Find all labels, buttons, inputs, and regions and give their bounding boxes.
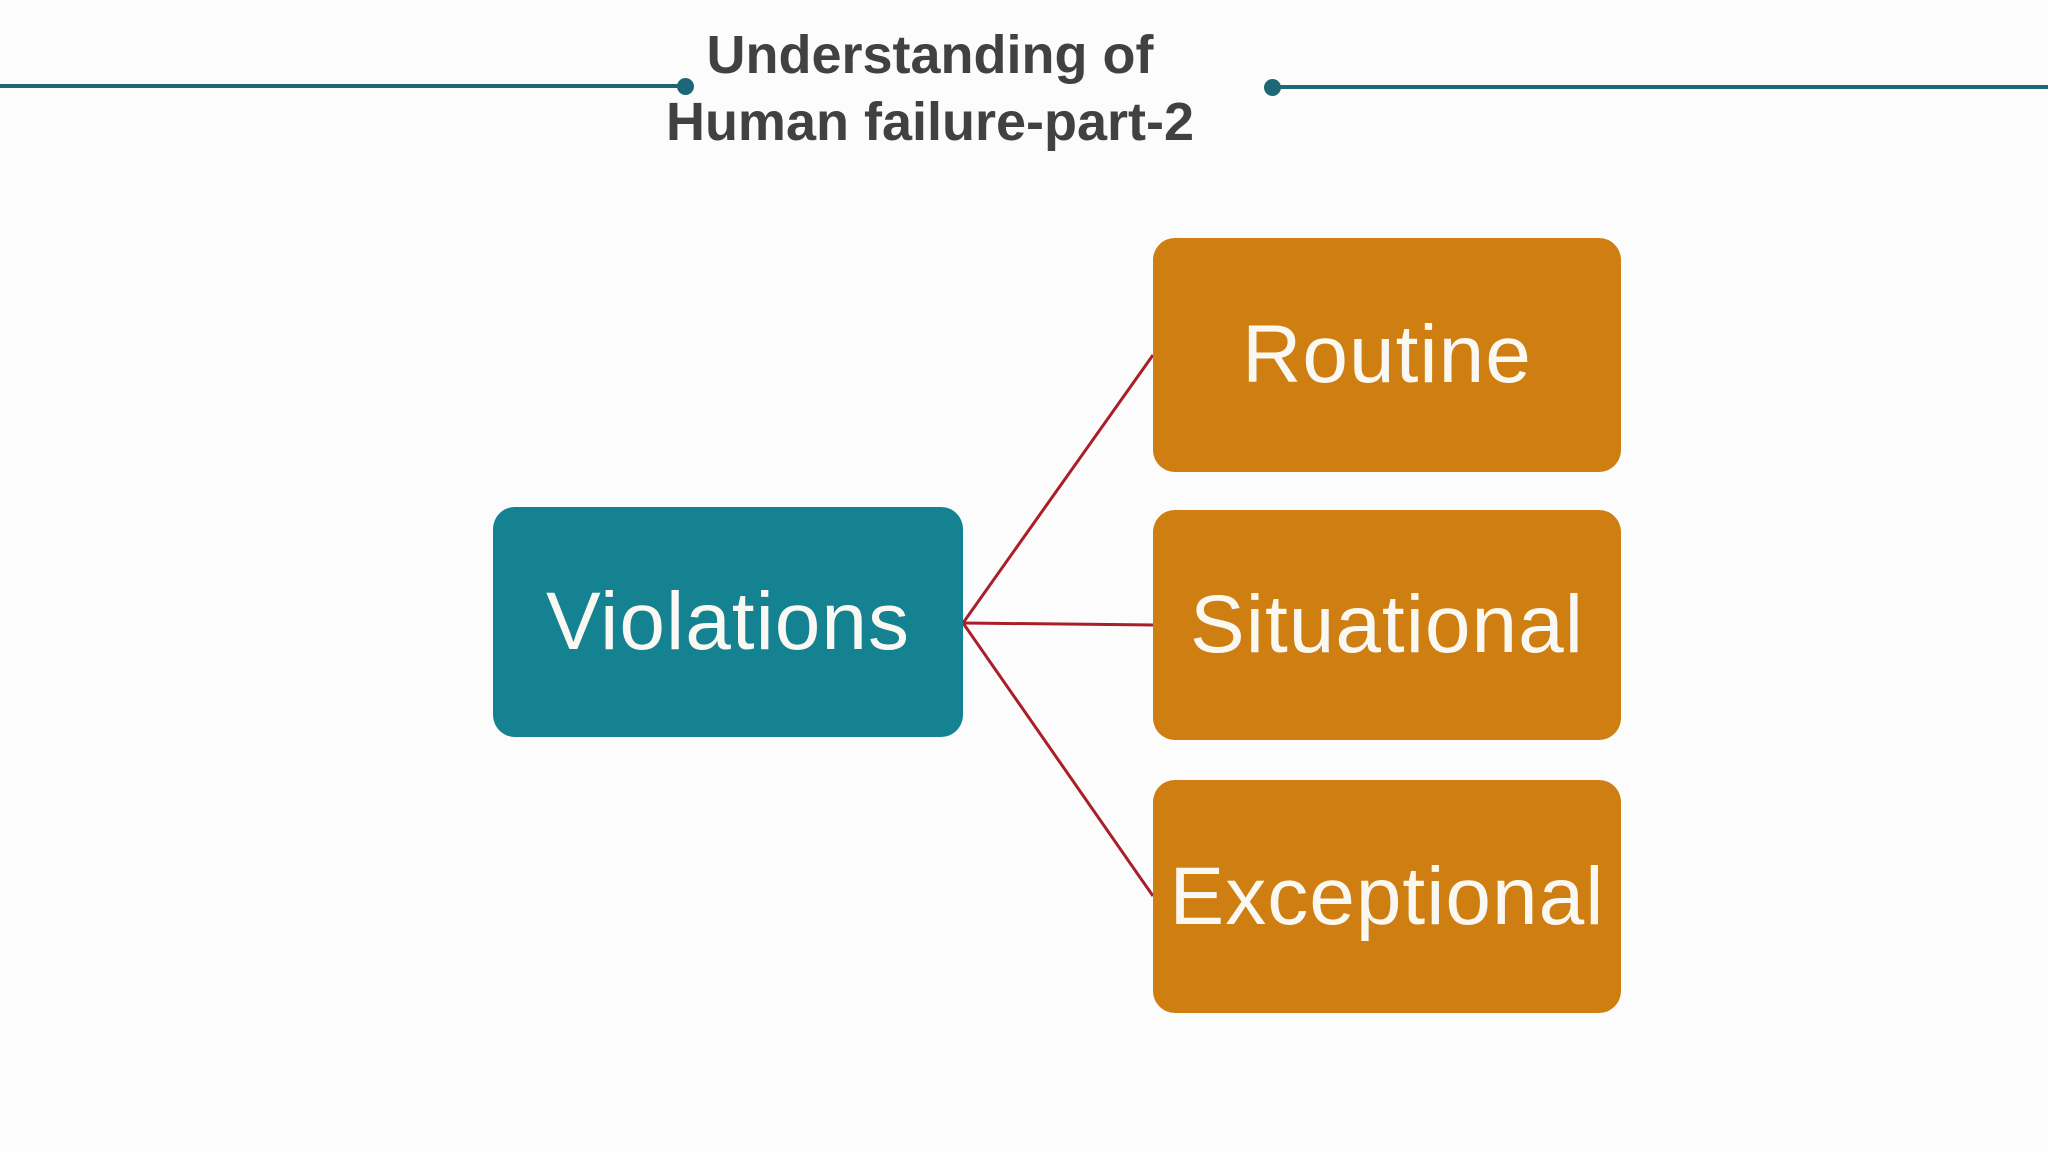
slide-title: Understanding of Human failure-part-2 <box>580 22 1280 156</box>
title-decor-dot-left <box>677 78 694 95</box>
node-violations-label: Violations <box>545 576 911 667</box>
node-routine-label: Routine <box>1242 309 1532 400</box>
node-routine: Routine <box>1153 238 1621 472</box>
connector-root-to-situational <box>962 621 1154 627</box>
node-situational: Situational <box>1153 510 1621 740</box>
node-situational-label: Situational <box>1190 579 1584 670</box>
slide-title-line-2: Human failure-part-2 <box>665 92 1195 152</box>
node-exceptional-label: Exceptional <box>1169 850 1605 942</box>
node-violations: Violations <box>493 507 963 737</box>
connector-root-to-routine <box>961 354 1155 624</box>
title-decor-dot-right <box>1264 79 1281 96</box>
connector-root-to-exceptional <box>961 622 1155 897</box>
title-decor-line-left <box>0 84 678 88</box>
node-exceptional: Exceptional <box>1153 780 1621 1013</box>
title-decor-line-right <box>1280 85 2048 89</box>
slide-title-line-1: Understanding of <box>706 25 1154 85</box>
